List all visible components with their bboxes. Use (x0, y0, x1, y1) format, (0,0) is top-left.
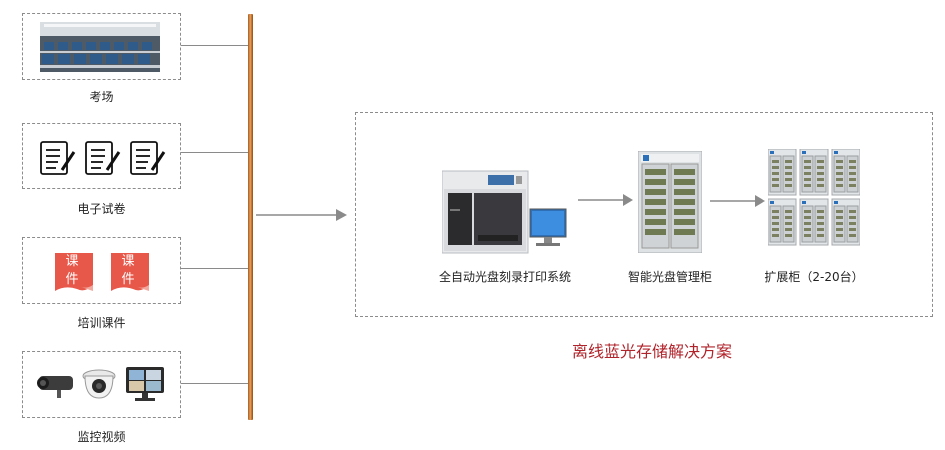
connector-surveillance (181, 383, 248, 384)
courseware-card-1: 课件 (53, 251, 95, 293)
monitor-screen-icon (125, 366, 165, 402)
expansion-cabinets (768, 149, 860, 247)
source-label-exam-room: 考场 (89, 90, 114, 104)
source-box-courseware: 课件 课件 (22, 237, 181, 304)
connector-exam-room (181, 45, 248, 46)
bullet-camera-icon (33, 370, 75, 400)
source-box-surveillance (22, 351, 181, 418)
arrow-cabinet-to-expansion (710, 194, 766, 208)
dome-camera-icon (81, 366, 117, 402)
solution-box (355, 112, 933, 317)
courseware-card-2: 课件 (109, 251, 151, 293)
main-arrow (256, 208, 348, 222)
device-label-expansion: 扩展柜（2-20台） (764, 270, 864, 284)
device-label-cabinet: 智能光盘管理柜 (627, 270, 712, 284)
source-label-courseware: 培训课件 (77, 316, 126, 330)
document-icons (39, 138, 169, 178)
source-box-e-papers (22, 123, 181, 189)
smart-disc-cabinet (638, 151, 702, 253)
connector-courseware (181, 268, 248, 269)
solution-caption: 离线蓝光存储解决方案 (572, 342, 733, 361)
courseware-card-1-text: 课件 (65, 254, 79, 287)
connector-e-papers (181, 152, 248, 153)
source-label-surveillance: 监控视频 (77, 430, 126, 444)
device-label-publisher: 全自动光盘刻录打印系统 (438, 270, 571, 284)
exam-room-photo (40, 22, 160, 72)
courseware-card-2-text: 课件 (121, 254, 135, 287)
source-box-exam-room (22, 13, 181, 80)
arrow-publisher-to-cabinet (578, 193, 634, 207)
source-label-e-papers: 电子试卷 (77, 202, 126, 216)
bus-bar (248, 14, 253, 420)
disc-publisher-device (442, 169, 568, 255)
